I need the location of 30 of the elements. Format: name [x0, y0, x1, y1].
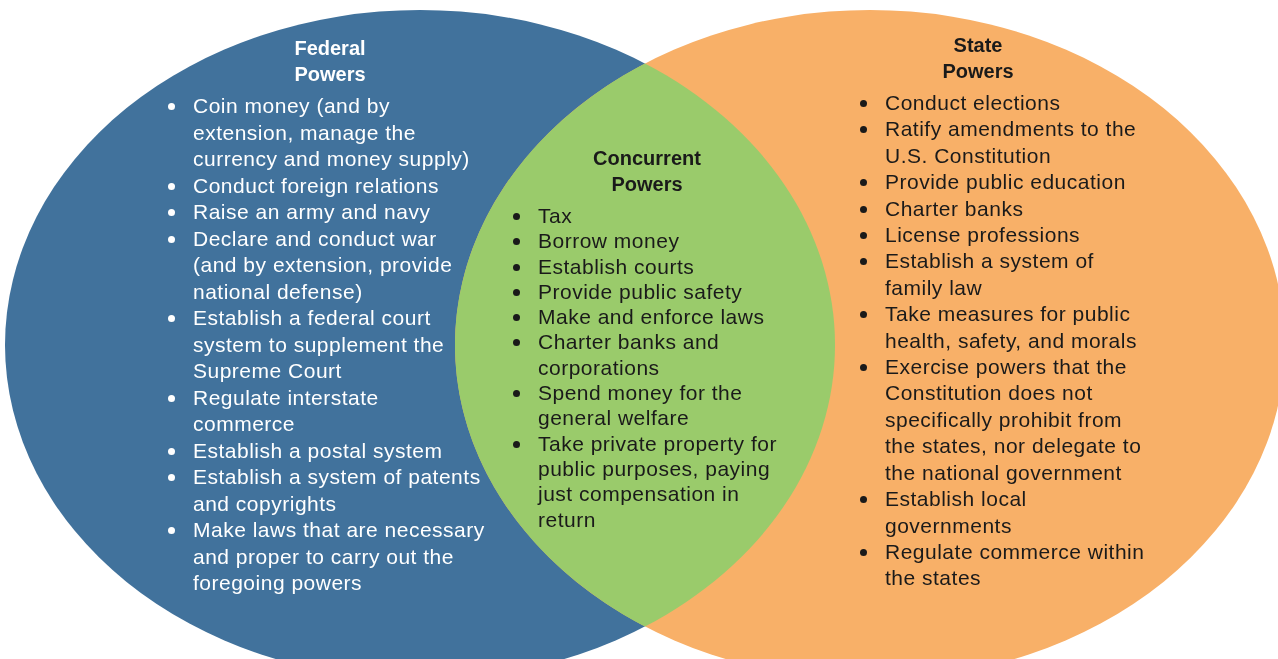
list-item-text: Take measures for public health, safety, and morals	[885, 301, 1138, 354]
list-item-text: License professions	[885, 222, 1081, 249]
list-item-text: Establish a system of patents and copyrights	[193, 464, 482, 517]
list-item-text: Establish a federal court system to supplement the Supreme Court	[193, 305, 446, 384]
list-item-text: Coin money (and by extension, manage the currency and money supply)	[193, 93, 471, 172]
list-item-text: Establish a system of family law	[885, 248, 1095, 301]
list-item-text: Spend money for the general welfare	[538, 380, 744, 431]
list-item-text: Establish courts	[538, 253, 695, 279]
section-heading: State Powers	[941, 33, 1015, 84]
list-item-text: Establish a postal system	[193, 437, 443, 464]
list-item-text: Conduct foreign relations	[193, 172, 439, 199]
list-item-text: Raise an army and navy	[193, 199, 431, 225]
list-item-text: Provide public education	[885, 169, 1126, 196]
list-item-text: Charter banks	[885, 195, 1024, 222]
list-item-text: Borrow money	[538, 228, 680, 254]
section-heading: Federal Powers	[293, 36, 367, 87]
list-item-text: Establish local governments	[885, 486, 1028, 539]
list-item-text: Regulate commerce within the states	[885, 538, 1146, 592]
list-item-text: Exercise powers that the Constitution does not specifically prohibit from the states, nor delegate to the national government	[885, 354, 1143, 486]
list-item-text: Make laws that are necessary and proper to carry out the foregoing powers	[193, 517, 485, 596]
list-item-text: Declare and conduct war (and by extension, provide national defense)	[193, 225, 454, 305]
list-item-text: Regulate interstate commerce	[193, 384, 380, 437]
list-item-text: Charter banks and corporations	[538, 329, 721, 381]
list-item-text: Take private property for public purposes, paying just compensation in return	[538, 430, 778, 532]
section-heading: Concurrent Powers	[592, 146, 702, 197]
list-item-text: Tax	[538, 203, 573, 229]
list-item-text: Provide public safety	[538, 278, 743, 305]
list-item-text: Make and enforce laws	[538, 304, 765, 330]
list-item-text: Ratify amendments to the U.S. Constitution	[885, 116, 1138, 169]
list-item-text: Conduct elections	[885, 90, 1061, 116]
